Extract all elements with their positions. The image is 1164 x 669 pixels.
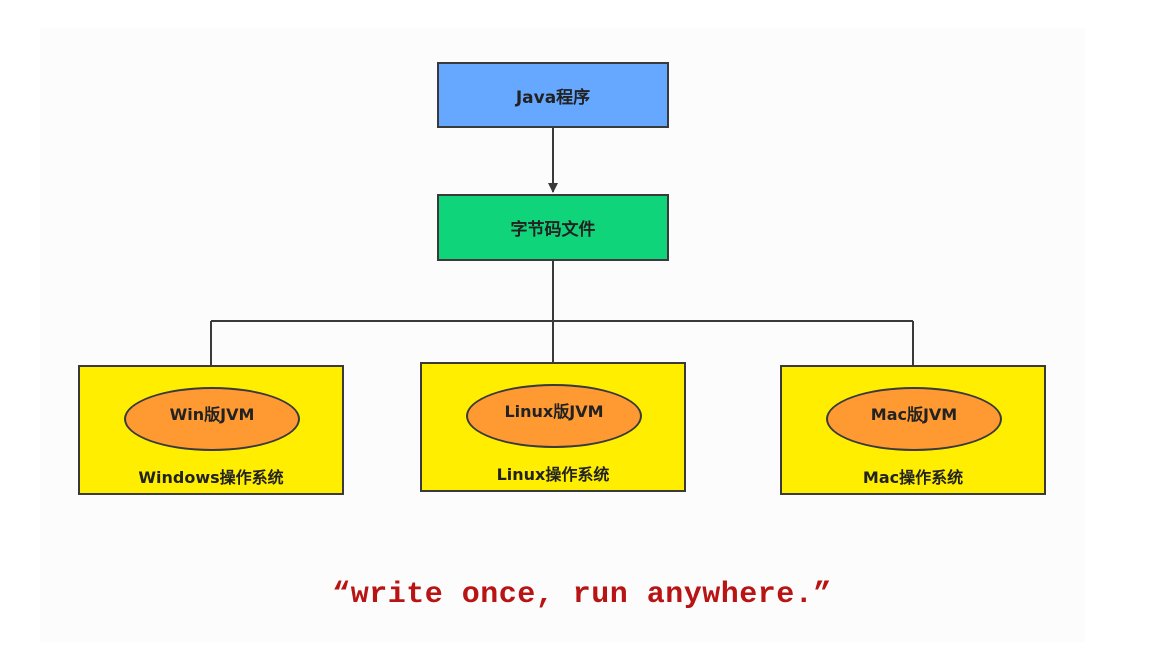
mac-os-label: Mac操作系统 [862, 468, 964, 487]
mac-os-box: Mac版JVM Mac操作系统 [780, 365, 1046, 495]
diagram-canvas [40, 28, 1085, 642]
win-jvm-ellipse: Win版JVM [124, 387, 300, 451]
java-program-box: Java程序 [437, 62, 669, 128]
windows-os-box: Win版JVM Windows操作系统 [78, 365, 344, 495]
linux-os-box: Linux版JVM Linux操作系统 [420, 362, 686, 492]
linux-jvm-ellipse: Linux版JVM [466, 384, 642, 448]
java-program-label: Java程序 [515, 87, 591, 108]
bytecode-file-box: 字节码文件 [437, 194, 669, 261]
slogan-text: “write once, run anywhere.” [332, 578, 832, 612]
mac-jvm-ellipse: Mac版JVM [826, 387, 1002, 451]
win-jvm-label: Win版JVM [169, 405, 255, 424]
linux-os-label: Linux操作系统 [496, 465, 610, 484]
mac-jvm-label: Mac版JVM [870, 405, 958, 424]
bytecode-file-label: 字节码文件 [510, 220, 596, 240]
windows-os-label: Windows操作系统 [138, 468, 284, 487]
linux-jvm-label: Linux版JVM [504, 402, 604, 421]
